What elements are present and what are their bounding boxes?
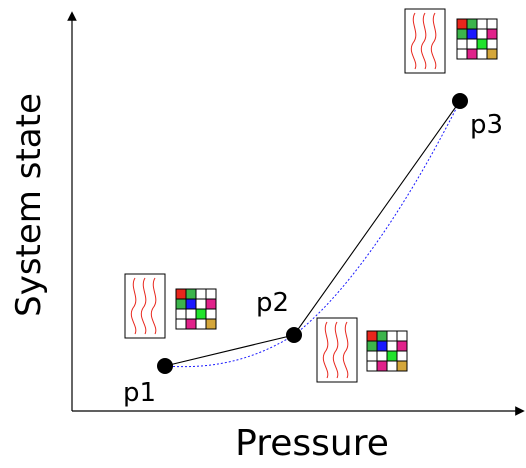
point-p1-marker: [157, 358, 173, 374]
p2-color-grid-icon: [366, 330, 408, 372]
point-p3-marker: [452, 93, 468, 109]
x-axis-label: Pressure: [235, 423, 389, 463]
point-p2-marker: [286, 327, 302, 343]
p3-fiber-icon: [404, 8, 446, 74]
point-p1-label: p1: [123, 378, 156, 408]
point-p3-label: p3: [470, 110, 503, 140]
p1-color-grid-icon: [175, 288, 217, 330]
p2-fiber-icon: [316, 317, 358, 383]
p3-color-grid-icon: [456, 18, 498, 60]
p1-fiber-icon: [124, 273, 166, 339]
y-axis-label: System state: [9, 93, 49, 317]
point-p2-label: p2: [256, 288, 289, 318]
